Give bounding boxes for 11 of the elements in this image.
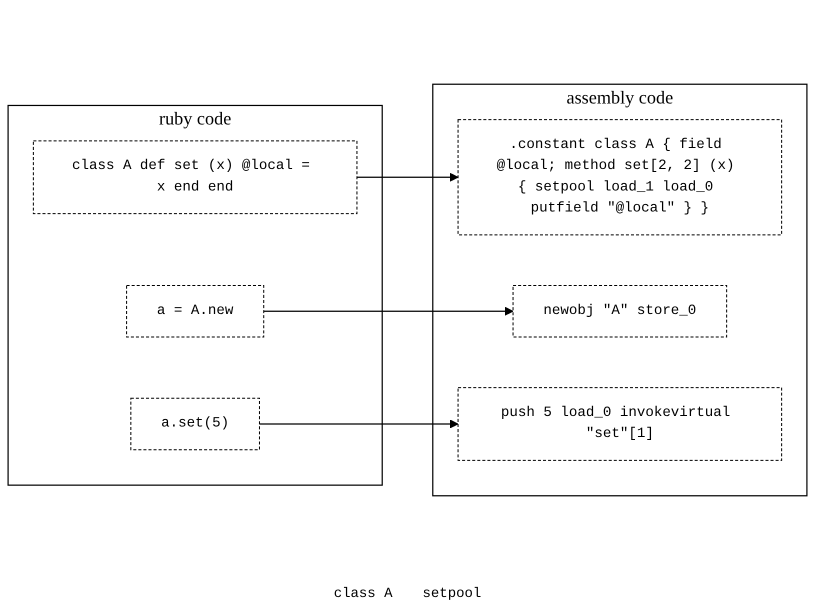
node-box: newobj "A" store_0 [512, 284, 728, 338]
node-box: class A def set (x) @local = x end end [32, 140, 358, 214]
node-box: .constant class A { field @local; method set[2, 2] (x) { setpool load_1 load_0 putfield "@local" } } [458, 119, 782, 236]
node-box: a.set(5) [130, 398, 260, 450]
code-text: setpool [422, 586, 482, 602]
code-text: class A [334, 586, 392, 602]
arrow [356, 172, 458, 182]
arrow [259, 420, 458, 428]
arrow [264, 306, 514, 316]
node-box: a = A.new [126, 284, 264, 338]
node-box: push 5 load_0 invokevirtual "set"[1] [458, 387, 782, 461]
